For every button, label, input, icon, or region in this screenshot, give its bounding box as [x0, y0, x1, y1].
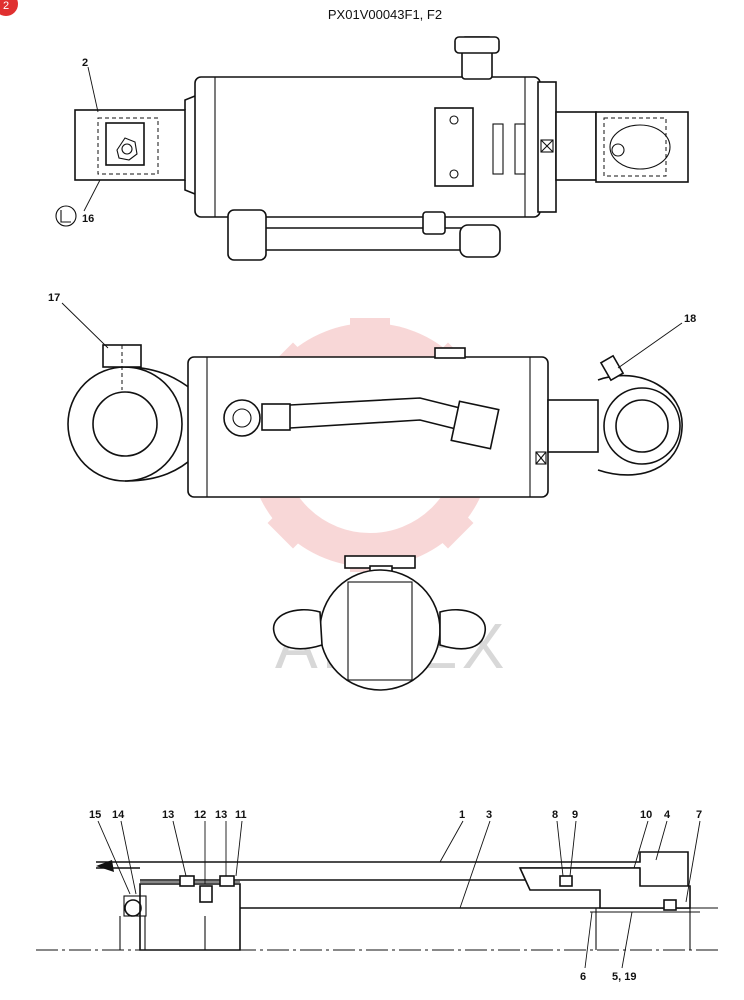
callout-13a: 13: [162, 809, 174, 821]
top-view: 2 16: [55, 36, 689, 261]
callout-17: 17: [48, 292, 60, 304]
callout-9: 9: [572, 809, 578, 821]
callout-6: 6: [580, 971, 586, 983]
callout-11: 11: [235, 809, 247, 821]
callout-14: 14: [112, 809, 125, 821]
callout-7: 7: [696, 809, 702, 821]
drawing-title: PX01V00043F1, F2: [328, 7, 442, 22]
callout-2: 2: [82, 57, 88, 69]
corner-badge: 2: [0, 0, 18, 16]
side-view: 17 18: [48, 292, 696, 498]
section-view: 15 14 13 12 13 11 1 3 8 9 10 4 7 6 5, 19: [36, 809, 718, 983]
callout-4: 4: [664, 809, 671, 821]
callout-18: 18: [684, 313, 696, 325]
callout-15: 15: [89, 809, 101, 821]
callout-3: 3: [486, 809, 492, 821]
callout-10: 10: [640, 809, 652, 821]
callout-16: 16: [82, 213, 94, 225]
corner-badge-text: 2: [3, 0, 9, 12]
callout-13b: 13: [215, 809, 227, 821]
callout-5-19: 5, 19: [612, 971, 636, 983]
end-view: [272, 555, 486, 691]
callout-8: 8: [552, 809, 558, 821]
callout-1: 1: [459, 809, 465, 821]
callout-12: 12: [194, 809, 206, 821]
